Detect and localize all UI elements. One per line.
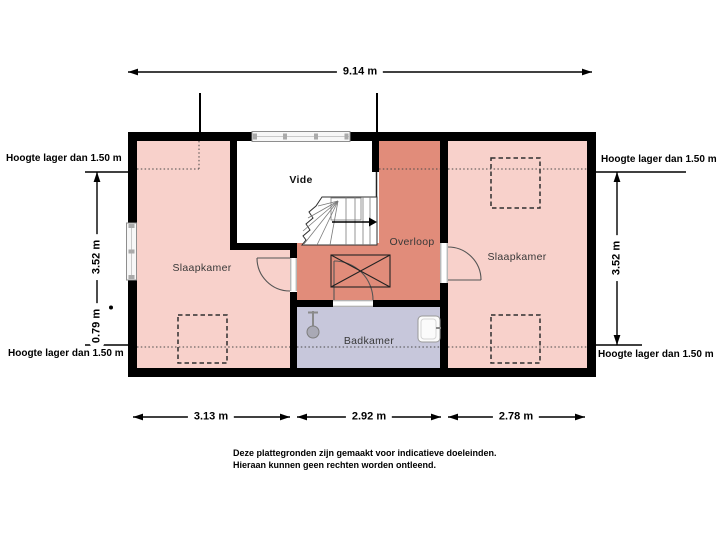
room-label-landing: Overloop bbox=[389, 236, 435, 248]
room-label-bedroom-left: Slaapkamer bbox=[172, 262, 232, 274]
wall-landing-left-a bbox=[290, 250, 297, 258]
dim-left-lower: 0.79 m bbox=[89, 302, 105, 350]
door-jambs bbox=[290, 243, 448, 307]
room-label-bedroom-right: Slaapkamer bbox=[487, 251, 547, 263]
wall-outer-right bbox=[587, 132, 596, 377]
dim-bottom-middle: 2.92 m bbox=[345, 409, 393, 425]
room-bedroom-right bbox=[448, 141, 587, 368]
wall-landing-left-b bbox=[290, 292, 297, 368]
stairs bbox=[300, 196, 378, 246]
dim-bottom-left: 3.13 m bbox=[187, 409, 235, 425]
window-top-icon bbox=[251, 131, 351, 142]
wall-void-bottom bbox=[230, 243, 297, 250]
disclaimer-line-2: Hieraan kunnen geen rechten worden ontle… bbox=[233, 459, 437, 470]
dim-bottom-right: 2.78 m bbox=[492, 409, 540, 425]
dim-width-total: 9.14 m bbox=[336, 64, 384, 80]
room-bedroom-left-upper bbox=[137, 141, 230, 368]
door-bedroom-right bbox=[447, 246, 482, 281]
room-landing-strip bbox=[379, 141, 440, 300]
window-left-icon bbox=[126, 222, 137, 281]
wall-outer-top bbox=[128, 132, 596, 141]
wall-landing-right-b bbox=[440, 283, 448, 368]
disclaimer-line-1: Deze plattegronden zijn gemaakt voor ind… bbox=[233, 448, 497, 458]
roof-extension-lines bbox=[199, 93, 378, 132]
height-note-bottom-right: Hoogte lager dan 1.50 m bbox=[598, 349, 714, 360]
room-landing-main bbox=[297, 243, 379, 300]
wall-outer-bottom bbox=[128, 368, 596, 377]
loft-hatch-icon bbox=[330, 254, 391, 288]
wall-void-right-stub bbox=[372, 141, 379, 172]
height-note-top-right: Hoogte lager dan 1.50 m bbox=[601, 154, 717, 165]
dim-right-side: 3.52 m bbox=[609, 234, 625, 282]
disclaimer-text: Deze plattegronden zijn gemaakt voor ind… bbox=[233, 448, 497, 471]
roof-window-boxes bbox=[177, 157, 541, 364]
ceiling-height-lines bbox=[137, 141, 587, 348]
wall-void-left bbox=[230, 141, 237, 250]
height-note-top-left: Hoogte lager dan 1.50 m bbox=[6, 153, 122, 164]
dimension-lines bbox=[85, 68, 686, 421]
door-bedroom-left bbox=[256, 257, 291, 292]
washbasin-icon bbox=[417, 315, 441, 343]
dim-left-upper: 3.52 m bbox=[89, 233, 105, 281]
wall-bathroom-top-a bbox=[290, 300, 333, 307]
door-arcs bbox=[256, 246, 482, 301]
room-bathroom bbox=[297, 307, 440, 368]
room-label-bathroom: Badkamer bbox=[343, 335, 395, 347]
height-note-bottom-left: Hoogte lager dan 1.50 m bbox=[8, 348, 124, 359]
wall-bathroom-top-b bbox=[373, 300, 448, 307]
stairs-direction-arrow-icon bbox=[332, 217, 377, 227]
shower-icon bbox=[306, 311, 320, 339]
wall-landing-right-a bbox=[440, 141, 448, 243]
room-label-void: Vide bbox=[289, 174, 313, 186]
room-bedroom-left-lower bbox=[230, 250, 290, 368]
door-bathroom bbox=[333, 260, 374, 301]
